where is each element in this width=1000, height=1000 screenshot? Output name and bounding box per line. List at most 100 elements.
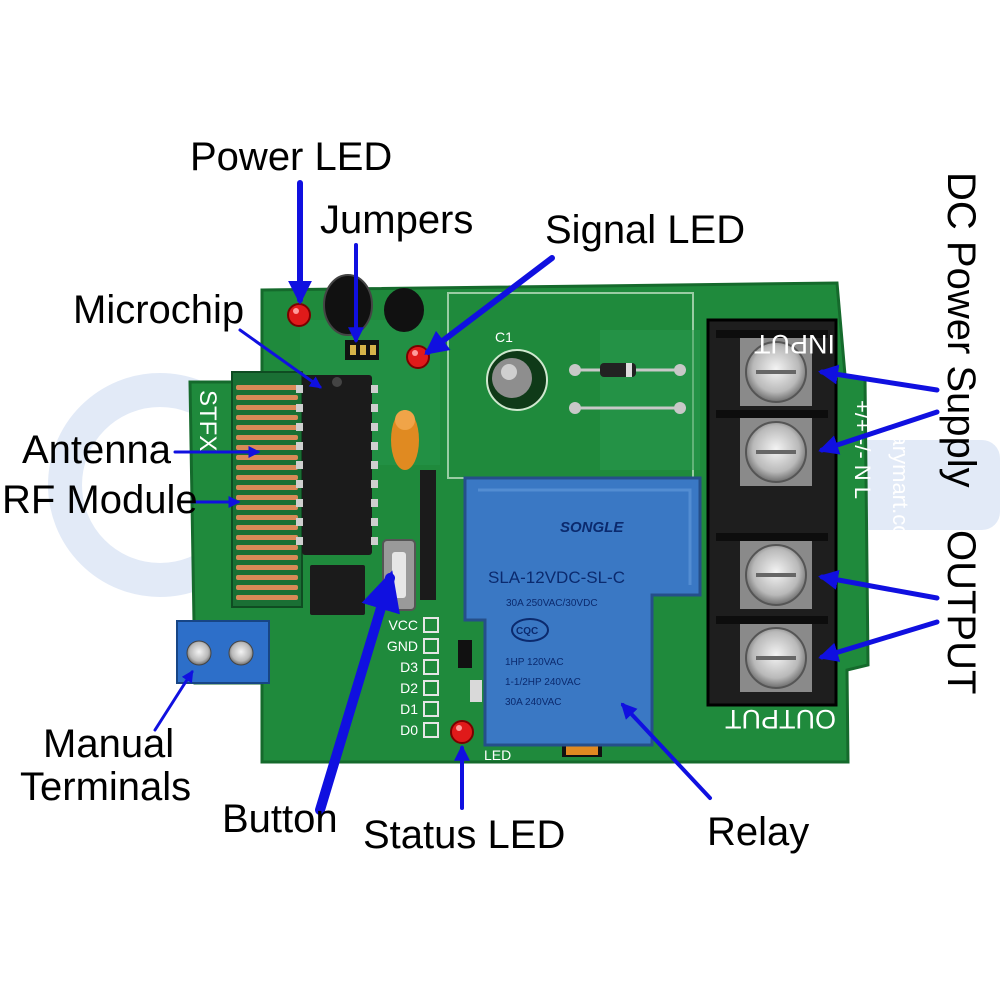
microchip-label: Microchip [73,288,244,332]
antenna-coil-turn [236,415,298,420]
relay-brand: SONGLE [560,519,624,536]
pin-pad [423,617,439,633]
antenna-coil-turn [236,405,298,410]
pin-pad [423,722,439,738]
chip-pin [296,537,303,545]
terminal-divider [716,330,828,338]
signal-led [406,345,430,369]
dc-supply-arrow-2 [818,409,940,455]
power-led-label: Power LED [190,135,392,179]
chip-pin [371,518,378,526]
output-arrow-1 [818,570,940,601]
pin-label: D0 [400,722,418,738]
button-arrow [315,570,400,815]
antenna-coil-turn [236,535,298,540]
pin-label: GND [387,638,418,654]
chip-pin [296,480,303,488]
website-silk: www.carymart.com [888,369,913,556]
relay-spec-1: 30A 250VAC/30VDC [506,598,598,609]
power-led [287,303,311,327]
output-silk: OUTPUT [725,704,836,734]
pin-label: D2 [400,680,418,696]
microchip [296,375,378,555]
ceramic-capacitor [391,410,419,470]
dc-supply-arrow-1 [818,364,940,393]
status-led-label: Status LED [363,813,565,857]
chip-pin [371,461,378,469]
relay-spec-2: 1HP 120VAC [505,657,564,668]
led-silk-label: LED [484,747,511,763]
pin-pad [423,701,439,717]
dc-power-supply-label: DC Power Supply [939,172,983,488]
status-led: LED [450,720,511,763]
chip-pin [296,385,303,393]
pin-header [420,470,436,600]
antenna-coil-turn [236,425,298,430]
terminal-divider [716,533,828,541]
antenna-coil-turn [236,575,298,580]
antenna-coil-turn [236,465,298,470]
rf-module [231,371,303,608]
manual-terminals-label-line1: Manual [43,722,174,766]
antenna-coil-turn [236,525,298,530]
relay-spec-3: 1-1/2HP 240VAC [505,677,581,688]
relay-arrow [620,702,712,800]
cap-silk-label: C1 [495,329,513,345]
chip-pin [296,404,303,412]
terminal-block [706,318,838,707]
antenna-coil-turn [236,545,298,550]
relay-label: Relay [707,810,809,854]
chip-pin [371,537,378,545]
small-capacitor [323,274,424,336]
button-label: Button [222,797,338,841]
antenna-coil-turn [236,445,298,450]
diode [569,363,686,414]
chip-pin [371,499,378,507]
antenna-coil-turn [236,585,298,590]
chip-pin [371,442,378,450]
relay-spec-4: 30A 240VAC [505,697,562,708]
pin-label: D3 [400,659,418,675]
small-chip [310,565,365,615]
antenna-coil-turn [236,385,298,390]
relay: SONGLE SLA-12VDC-SL-C 30A 250VAC/30VDC C… [463,476,702,747]
terminal-marks-silk: +/+ -/- N L [850,400,875,499]
antenna-coil-turn [236,595,298,600]
rf-module-label: RF Module [2,478,198,522]
input-silk: INPUT [754,329,835,359]
chip-pin [371,404,378,412]
antenna-coil-turn [236,455,298,460]
antenna-coil-turn [236,495,298,500]
chip-pin [296,423,303,431]
pin-pad [423,680,439,696]
antenna-coil-turn [236,395,298,400]
callout-arrows [153,180,940,815]
relay-model: SLA-12VDC-SL-C [488,568,625,587]
antenna-coil-turn [236,555,298,560]
chip-pin [296,499,303,507]
chip-pin [296,518,303,526]
antenna-coil-turn [236,435,298,440]
model-silk: STFX [194,390,221,451]
microchip-arrow [238,328,322,389]
antenna-coil-turn [236,485,298,490]
chip-pin [371,423,378,431]
pin-label: D1 [400,701,418,717]
output-arrow-2 [818,619,940,662]
antenna-coil-turn [236,475,298,480]
antenna-label: Antenna [22,428,172,472]
pin-label: VCC [388,617,418,633]
jumpers-label: Jumpers [320,198,473,242]
chip-pin [371,480,378,488]
signal-led-arrow [424,255,555,355]
manual-terminals-arrow [153,669,194,732]
chip-pin [296,442,303,450]
chip-pin [296,461,303,469]
antenna-coil-turn [236,505,298,510]
relay-cert: CQC [516,626,538,637]
manual-terminals-label-line2: Terminals [20,765,191,809]
terminal-divider [716,410,828,418]
output-label: OUTPUT [939,530,983,694]
pin-pad [423,659,439,675]
